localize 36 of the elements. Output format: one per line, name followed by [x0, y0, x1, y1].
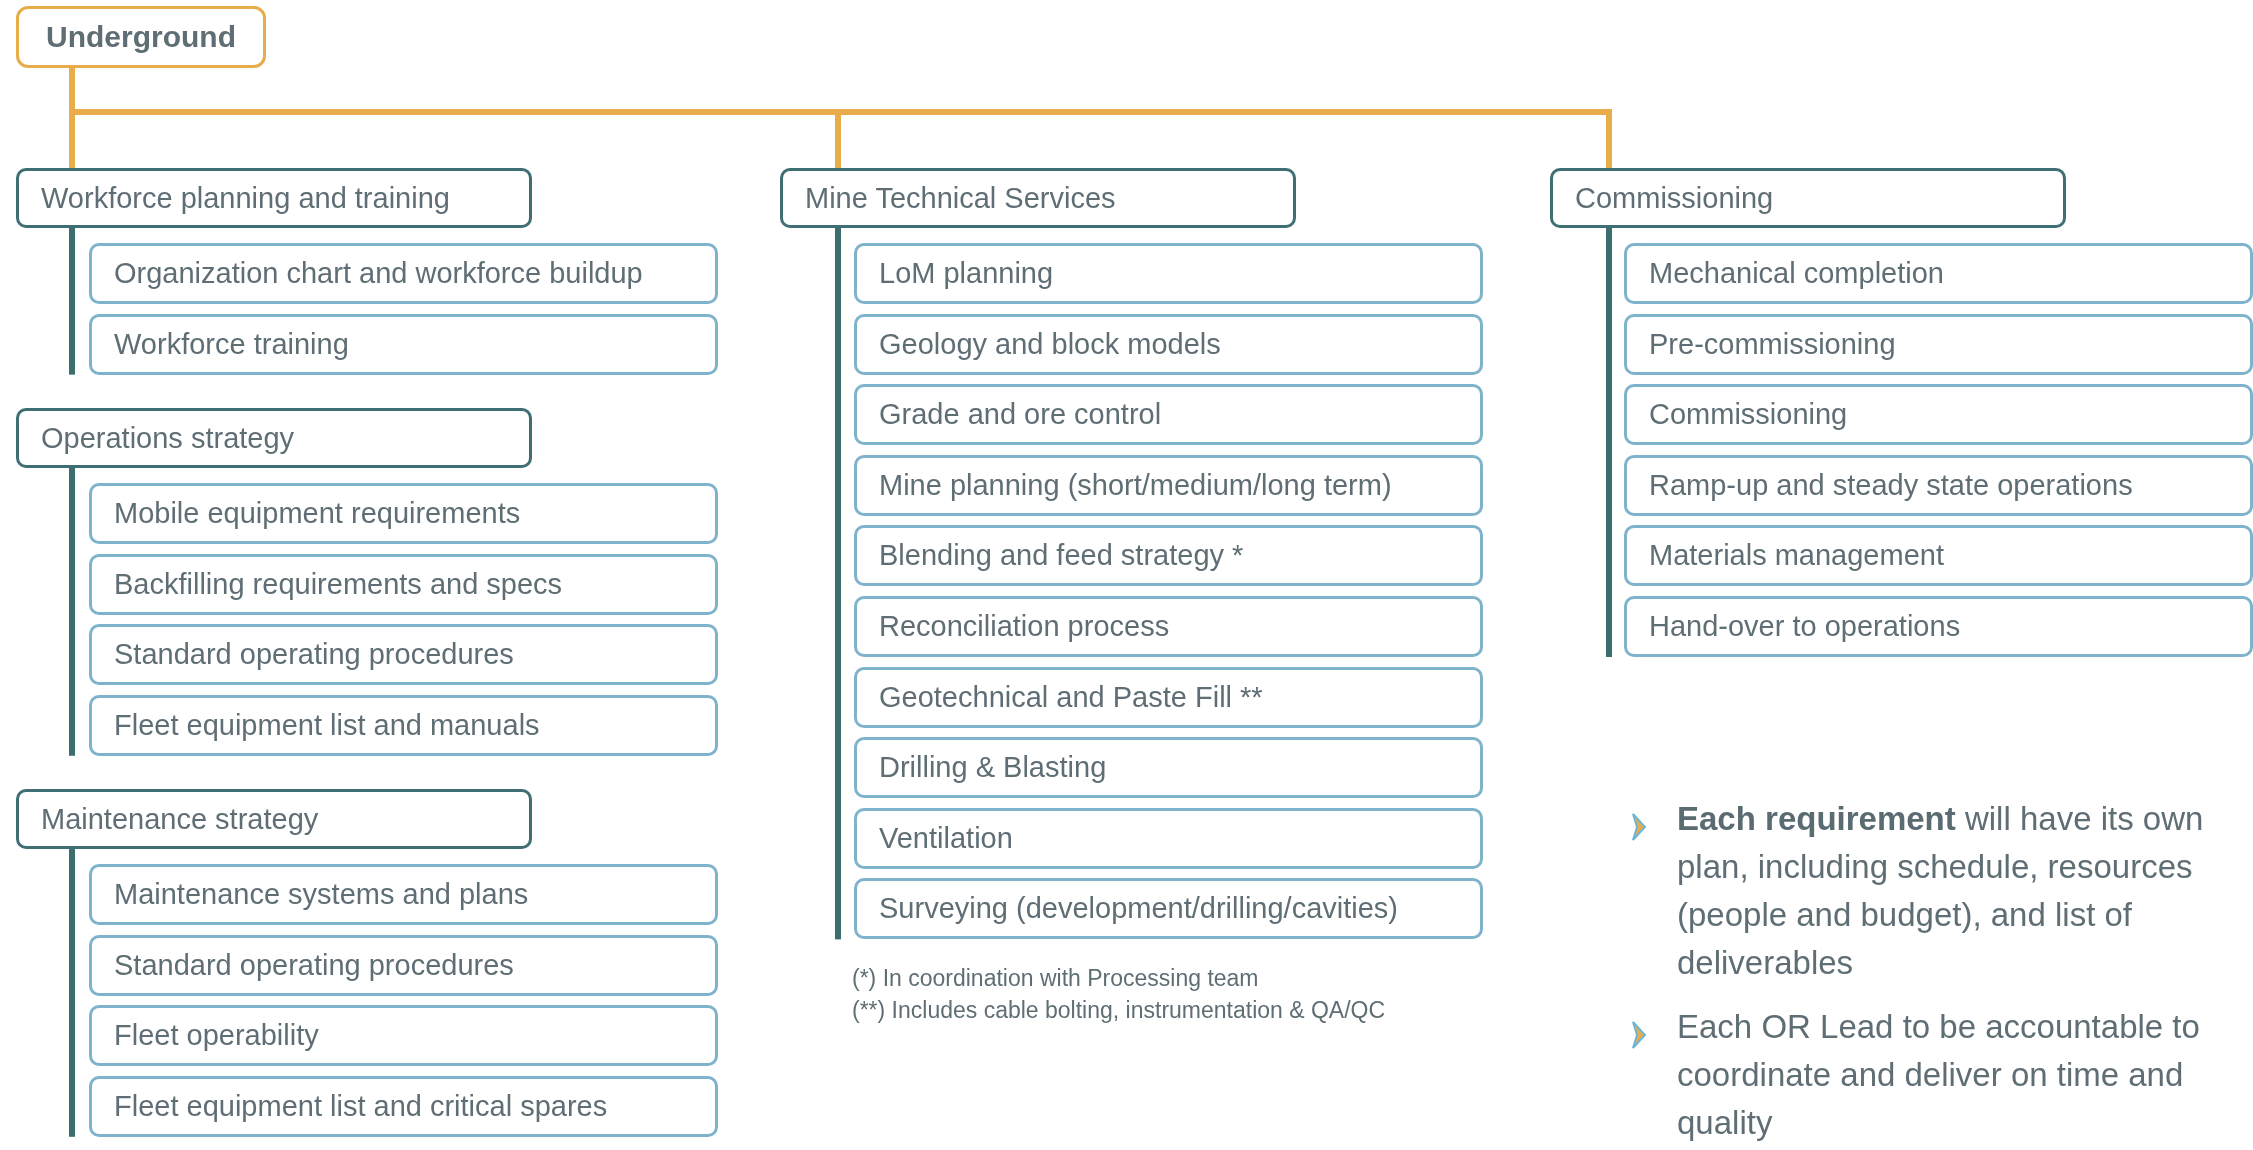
category-box: Mine Technical Services	[780, 168, 1296, 228]
task-box: Mobile equipment requirements	[89, 483, 718, 544]
bullet-text: Each requirement will have its own plan, including schedule, resources (people and budget), and list of deliverables	[1677, 799, 2205, 983]
category-box: Workforce planning and training	[16, 168, 532, 228]
task-box: Surveying (development/drilling/cavities)	[854, 878, 1483, 940]
task-box: Standard operating procedures	[89, 624, 718, 686]
task-box: Geology and block models	[854, 313, 1483, 375]
task-box: Grade and ore control	[854, 384, 1483, 446]
task-box: Blending and feed strategy *	[854, 525, 1483, 587]
category-box: Maintenance strategy	[16, 789, 532, 849]
bullet-text: Each OR Lead to be accountable to coordinate and deliver on time and quality	[1677, 1007, 2201, 1143]
task-box: Pre-commissioning	[1624, 313, 2253, 375]
root-box: Underground	[16, 6, 266, 68]
task-box: Ventilation	[854, 807, 1483, 869]
task-box: Mechanical completion	[1624, 243, 2253, 304]
task-box: Reconciliation process	[854, 596, 1483, 657]
category-box: Operations strategy	[16, 408, 532, 468]
task-box: Drilling & Blasting	[854, 737, 1483, 799]
footnote: (**) Includes cable bolting, instrumentation & QA/QC	[852, 996, 1386, 1025]
task-box: Geotechnical and Paste Fill **	[854, 666, 1483, 728]
task-box: Commissioning	[1624, 384, 2253, 446]
task-box: Mine planning (short/medium/long term)	[854, 454, 1483, 516]
task-box: Materials management	[1624, 525, 2253, 587]
task-box: Standard operating procedures	[89, 934, 718, 996]
task-box: Maintenance systems and plans	[89, 864, 718, 925]
task-box: Organization chart and workforce buildup	[89, 243, 718, 304]
task-box: Hand-over to operations	[1624, 596, 2253, 657]
task-box: Fleet equipment list and critical spares	[89, 1075, 718, 1137]
task-box: Ramp-up and steady state operations	[1624, 454, 2253, 516]
task-box: Fleet equipment list and manuals	[89, 694, 718, 756]
category-box: Commissioning	[1550, 168, 2066, 228]
task-box: Workforce training	[89, 313, 718, 375]
task-box: LoM planning	[854, 243, 1483, 304]
task-box: Fleet operability	[89, 1005, 718, 1067]
task-box: Backfilling requirements and specs	[89, 553, 718, 615]
footnote: (*) In coordination with Processing team	[852, 964, 1259, 993]
